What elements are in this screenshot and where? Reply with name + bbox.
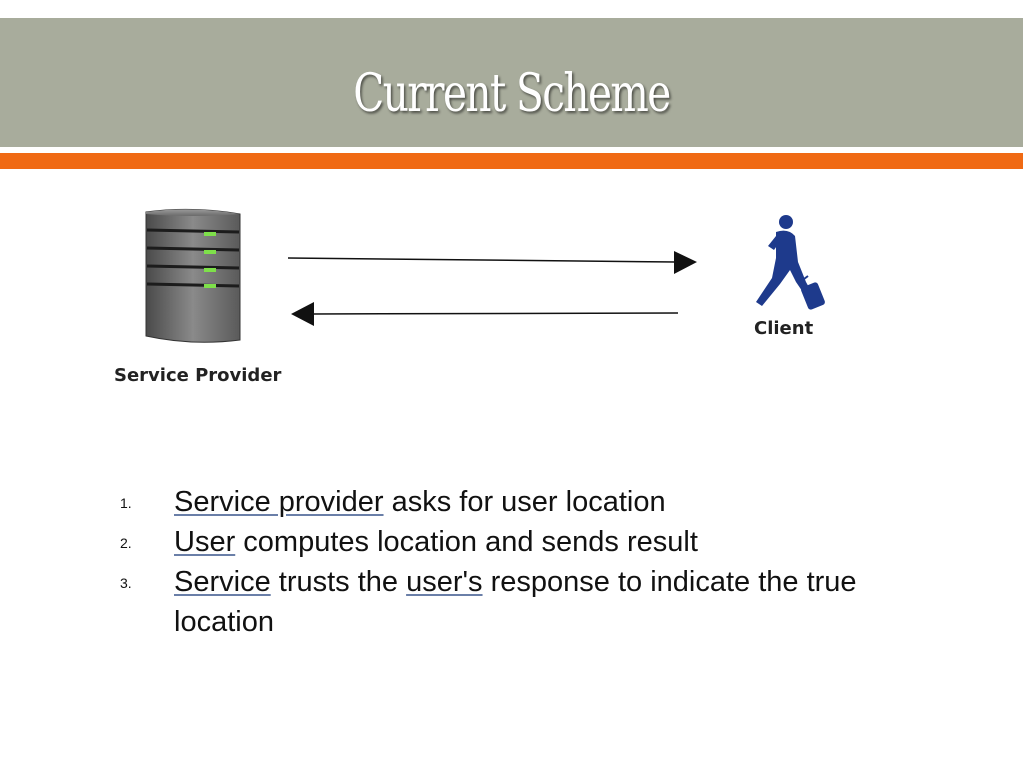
step-highlight: Service	[174, 566, 271, 598]
step-highlight: User	[174, 526, 236, 558]
response-arrow	[291, 302, 679, 326]
step-highlight: Service provider	[174, 486, 384, 518]
step-text: response to indicate the true location	[174, 566, 857, 638]
title-bar	[0, 18, 1023, 147]
traveler-icon	[756, 215, 825, 310]
step-text: asks for user location	[383, 486, 666, 518]
step-number: 2.	[120, 535, 132, 551]
scheme-diagram: Client Service Provider	[114, 208, 825, 386]
slide-title: Current Scheme	[353, 64, 671, 124]
step-number: 3.	[120, 575, 132, 591]
step-number: 1.	[120, 495, 132, 511]
step-highlight-2: user's	[406, 566, 483, 598]
list-item: 3. Service trusts the user's response to…	[110, 562, 870, 642]
list-item: 2. User computes location and sends resu…	[110, 522, 870, 562]
steps-list: 1. Service provider asks for user locati…	[110, 482, 870, 642]
step-text: computes location and sends result	[235, 526, 698, 558]
server-icon	[145, 208, 241, 343]
request-arrow	[287, 251, 697, 274]
client-label: Client	[754, 318, 814, 339]
accent-bar	[0, 153, 1023, 169]
service-provider-label: Service Provider	[114, 365, 282, 386]
step-text: trusts the	[270, 566, 407, 598]
list-item: 1. Service provider asks for user locati…	[110, 482, 870, 522]
